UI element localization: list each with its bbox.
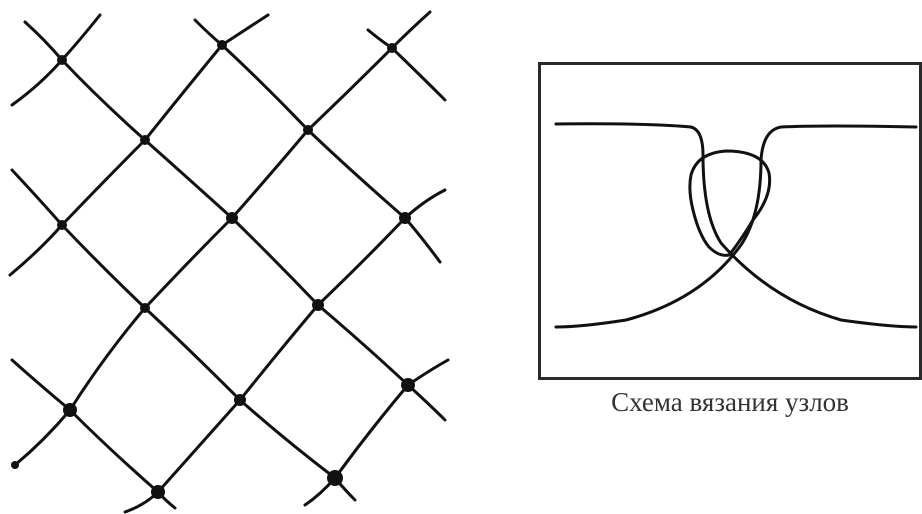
- knot-strand-right: [554, 124, 918, 329]
- net-strand: [10, 358, 177, 510]
- net-strand: [303, 358, 450, 507]
- knot-scheme-frame: [538, 62, 922, 380]
- net-knot: [226, 212, 238, 224]
- net-knot: [312, 299, 324, 311]
- knot-strand-left: [554, 122, 918, 329]
- net-strand: [10, 168, 357, 502]
- net-strand: [8, 13, 270, 277]
- net-strand: [13, 10, 432, 467]
- net-knot: [401, 378, 415, 392]
- net-strand: [193, 18, 442, 264]
- net-knot: [387, 43, 397, 53]
- net-knot: [11, 461, 19, 469]
- net-knot: [57, 55, 67, 65]
- knot-scheme-figure: [538, 62, 922, 380]
- knot-loop: [688, 149, 772, 257]
- knot-scheme-caption: Схема вязания узлов: [611, 387, 849, 417]
- net-knot: [140, 135, 150, 145]
- net-knot: [151, 485, 165, 499]
- net-strand: [366, 28, 447, 102]
- net-knot: [399, 212, 411, 224]
- net-knot: [57, 220, 67, 230]
- net-mesh-drawing: [8, 10, 450, 514]
- net-knot: [63, 403, 77, 417]
- net-knot: [140, 303, 150, 313]
- fishing-net-illustration: [0, 0, 460, 514]
- net-knot: [234, 394, 246, 406]
- net-strand: [123, 188, 447, 514]
- net-knot: [327, 470, 343, 486]
- knot-scheme-drawing: [554, 122, 918, 329]
- net-knot: [217, 40, 227, 50]
- net-knot: [303, 125, 313, 135]
- net-strand: [10, 13, 102, 107]
